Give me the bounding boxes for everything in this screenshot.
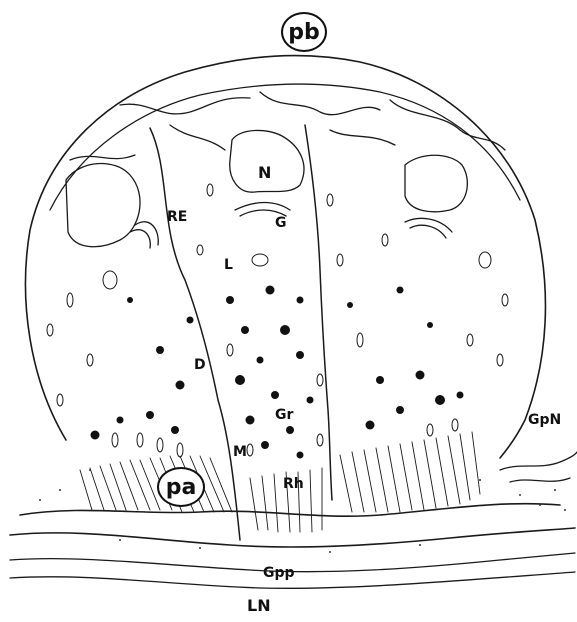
- canal-top-1: [120, 98, 250, 114]
- label-pb: pb: [288, 20, 320, 45]
- label-RE: RE: [167, 210, 187, 224]
- canal-top-5: [170, 125, 225, 150]
- label-Gr: Gr: [275, 408, 293, 422]
- label-pa-circle: pa: [157, 467, 205, 507]
- label-LN: LN: [247, 598, 271, 614]
- canal-top-2: [260, 92, 380, 115]
- outlines: [10, 56, 577, 589]
- label-D: D: [194, 358, 206, 372]
- label-G: G: [275, 216, 287, 230]
- label-GpN: GpN: [528, 413, 561, 427]
- nucleus-right: [405, 155, 467, 212]
- canal-top-6: [330, 130, 395, 145]
- label-N: N: [258, 165, 271, 181]
- cell-outline: [26, 56, 546, 458]
- label-pb-circle: pb: [281, 12, 327, 52]
- basal-layer-1: [20, 504, 560, 517]
- nucleus-left: [66, 164, 140, 247]
- canal-top-3: [390, 100, 505, 150]
- funnel-right-wall: [305, 125, 332, 500]
- gpn-fibre-2: [510, 478, 570, 482]
- label-Gpp: Gpp: [263, 566, 295, 580]
- label-L: L: [224, 258, 233, 272]
- nucleus-center: [230, 130, 304, 192]
- label-pa: pa: [166, 475, 197, 500]
- basal-layer-2: [10, 528, 575, 547]
- granules: [91, 286, 464, 459]
- label-Rh: Rh: [283, 477, 304, 491]
- golgi-center: [235, 203, 290, 217]
- canal-top-4: [70, 155, 135, 160]
- label-M: M: [233, 445, 247, 459]
- gpn-fibre: [500, 452, 577, 470]
- golgi-right: [405, 218, 452, 238]
